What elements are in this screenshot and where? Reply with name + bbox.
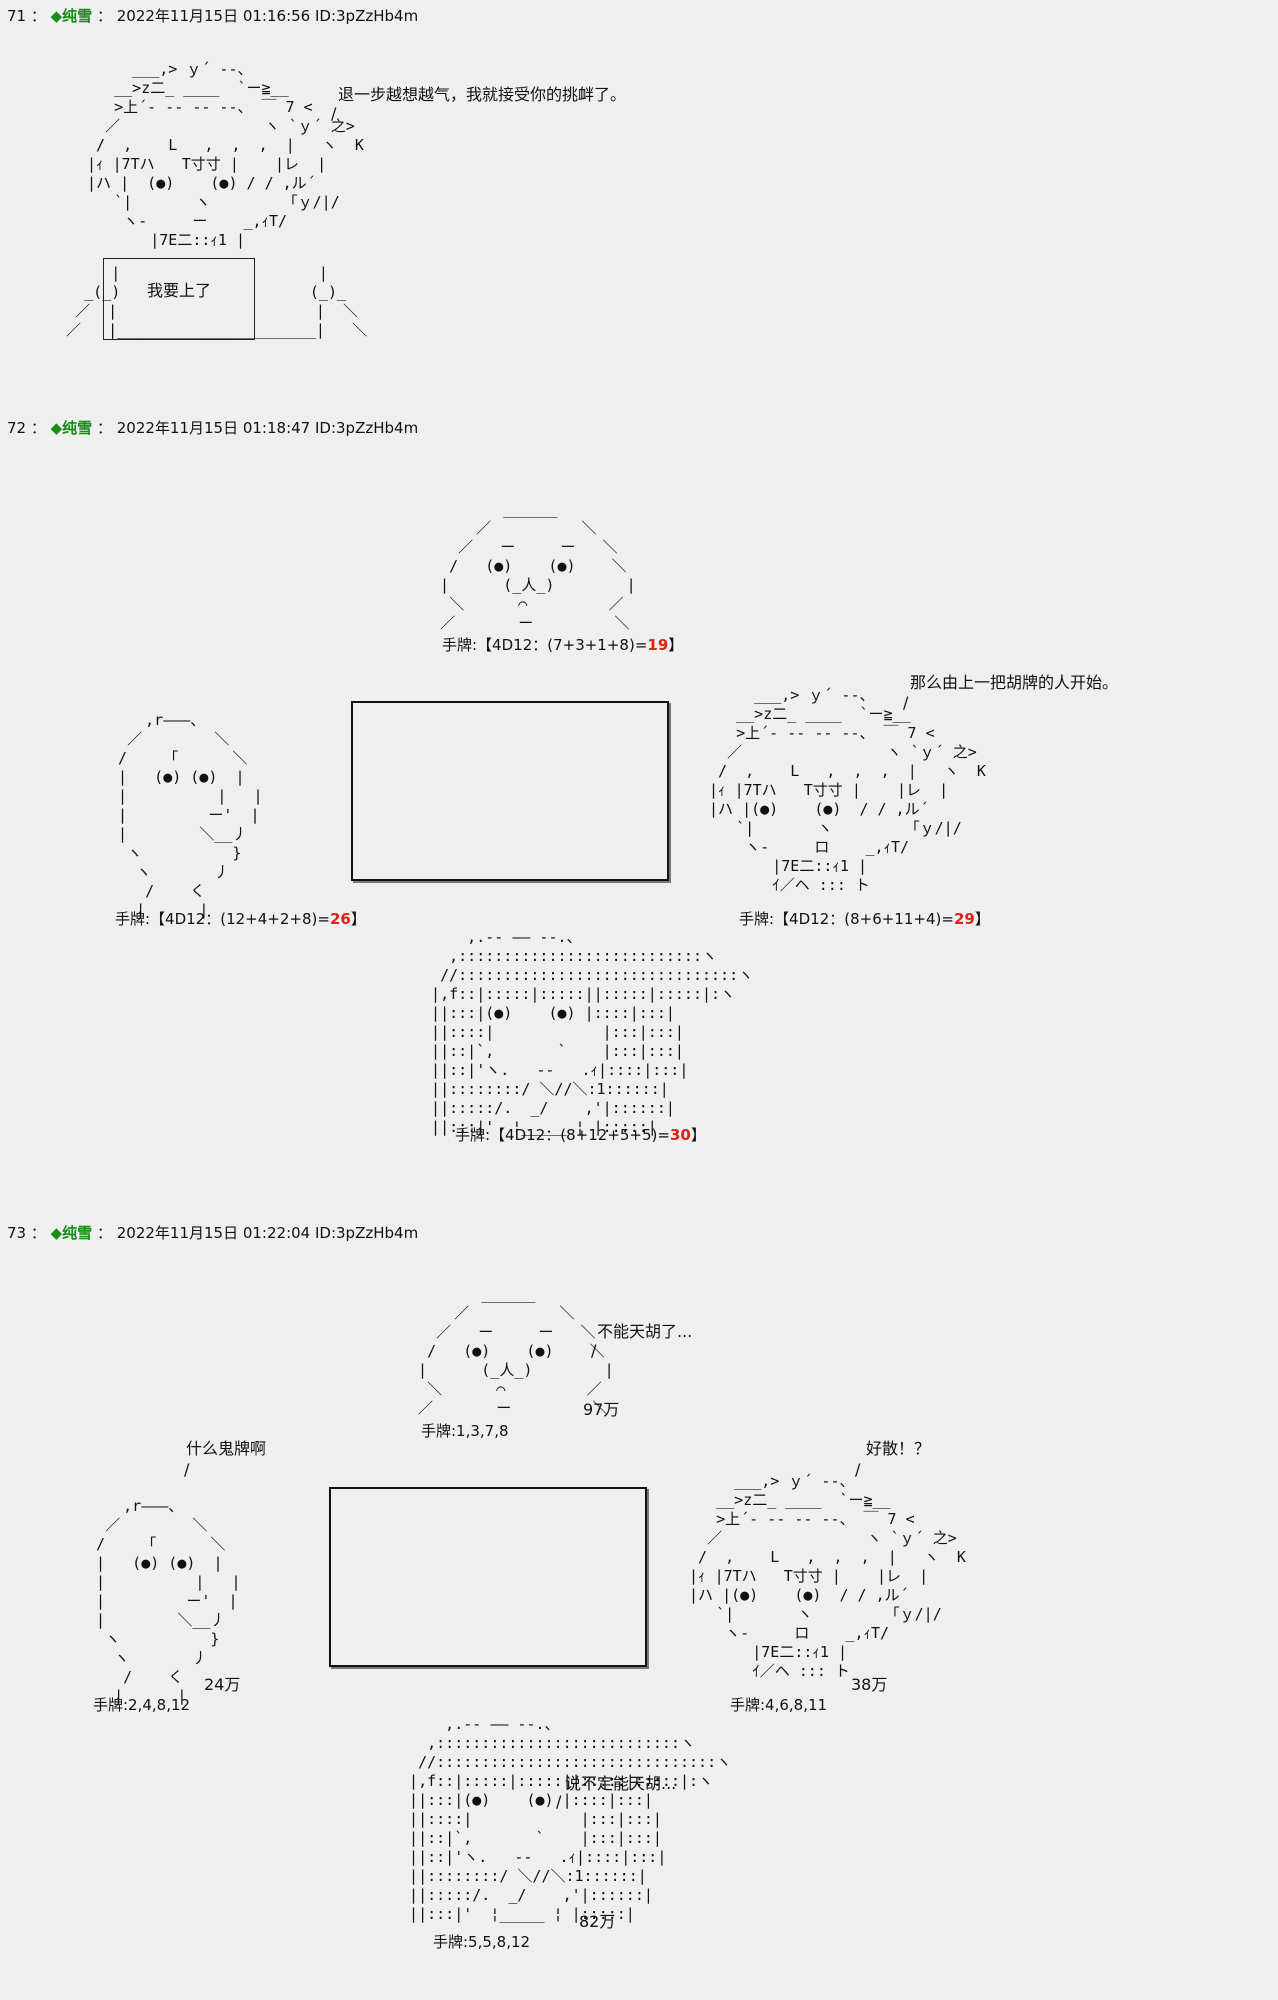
right-speech: 好散！？ — [866, 1439, 931, 1458]
left-hand: 手牌:2,4,8,12 — [93, 1696, 191, 1714]
aa-bottom-player: ,.-‐ ―― ‐-.、 ,::::::::::::::::::::::::::… — [409, 1715, 732, 1923]
top-hand: 手牌:1,3,7,8 — [421, 1422, 509, 1440]
aa-character-sunglasses-girl: ___,> ｙ´ ‐‐、 __>z二_ ____ `ー≧__ >上´‐ ‐‐ -… — [87, 60, 364, 249]
top-hand: 手牌:【4D12：(7+3+1+8)=19】 — [442, 636, 684, 654]
speech-pointer: / — [556, 1792, 562, 1811]
top-score: 97万 — [583, 1400, 620, 1419]
post-number[interactable]: 71 — [7, 7, 27, 25]
aa-right-player: ___,> ｙ´ ‐‐、 __>z二_ ____ `ー≧__ >上´‐ ‐‐ -… — [709, 686, 986, 894]
right-hand: 手牌:【4D12：(8+6+11+4)=29】 — [739, 910, 990, 928]
mahjong-table — [351, 701, 669, 881]
bottom-hand: 手牌:【4D12：(8+12+5+5)=30】 — [455, 1126, 706, 1144]
sign-text: 我要上了 — [147, 281, 212, 300]
right-hand: 手牌:4,6,8,11 — [730, 1696, 828, 1714]
sign-board — [103, 258, 255, 340]
post-header-71: 71 ： ◆纯雪 ： 2022年11月15日 01:16:56 ID:3pZzH… — [7, 7, 419, 25]
post-date: 2022年11月15日 01:18:47 ID:3pZzHb4m — [116, 419, 419, 437]
speech-pointer: / — [903, 693, 909, 712]
speech-72: 那么由上一把胡牌的人开始。 — [910, 673, 1119, 692]
speech-pointer: / — [591, 1341, 597, 1360]
aa-top-player: ______ ／ ＼ ／ ー ー ＼ / (●) (●) ＼ | (_人_) |… — [440, 500, 636, 632]
post-date: 2022年11月15日 01:16:56 ID:3pZzHb4m — [116, 7, 419, 25]
bottom-hand: 手牌:5,5,8,12 — [433, 1933, 531, 1951]
post-number[interactable]: 73 — [7, 1224, 27, 1242]
aa-right-player: ___,> ｙ´ ‐‐、 __>z二_ ____ `ー≧__ >上´‐ ‐‐ -… — [689, 1472, 966, 1680]
poster-name: ◆纯雪 — [50, 419, 93, 437]
bottom-speech: 说不定能天胡... — [565, 1774, 677, 1793]
left-score: 24万 — [204, 1675, 241, 1694]
aa-bottom-player: ,.-‐ ―― ‐-.、 ,::::::::::::::::::::::::::… — [431, 928, 754, 1136]
post-number[interactable]: 72 — [7, 419, 27, 437]
mahjong-table — [329, 1487, 647, 1667]
aa-sign-hands: | | _(_) (_)_ ／ | | ＼ ／ |_______________… — [66, 264, 367, 339]
speech-pointer: / — [331, 104, 337, 123]
speech-pointer: / — [855, 1460, 861, 1479]
left-hand: 手牌:【4D12：(12+4+2+8)=26】 — [115, 910, 366, 928]
poster-name: ◆纯雪 — [50, 1224, 93, 1242]
aa-left-player: ,r―――、 ／ ＼ / 「 ＼ | (●) (●) | | | | | ー' … — [118, 711, 263, 919]
post-header-73: 73 ： ◆纯雪 ： 2022年11月15日 01:22:04 ID:3pZzH… — [7, 1224, 419, 1242]
left-speech: 什么鬼牌啊 — [186, 1439, 267, 1458]
post-date: 2022年11月15日 01:22:04 ID:3pZzHb4m — [116, 1224, 419, 1242]
post-header-72: 72 ： ◆纯雪 ： 2022年11月15日 01:18:47 ID:3pZzH… — [7, 419, 419, 437]
bottom-score: 82万 — [579, 1912, 616, 1931]
aa-left-player: ,r―――、 ／ ＼ / 「 ＼ | (●) (●) | | | | | ー' … — [96, 1497, 241, 1705]
top-speech: 不能天胡了... — [597, 1322, 693, 1341]
poster-name: ◆纯雪 — [50, 7, 93, 25]
right-score: 38万 — [851, 1675, 888, 1694]
speech-pointer: / — [184, 1460, 190, 1479]
aa-top-player: ______ ／ ＼ ／ ー ー ＼ / (●) (●) ＼ | (_人_) |… — [418, 1285, 614, 1417]
speech-71: 退一步越想越气，我就接受你的挑衅了。 — [338, 85, 627, 104]
